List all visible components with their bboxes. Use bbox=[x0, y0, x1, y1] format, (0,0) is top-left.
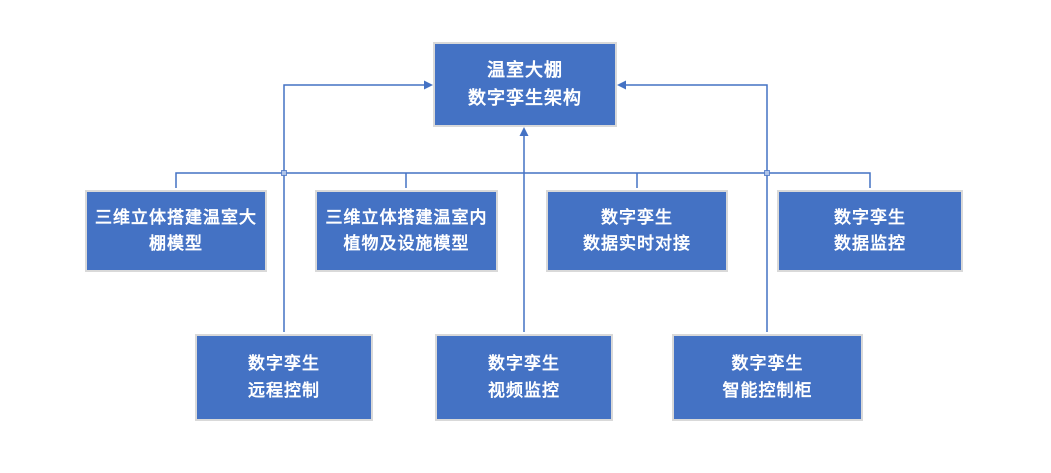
node-3d-greenhouse-model: 三维立体搭建温室大 棚模型 bbox=[85, 190, 267, 272]
node-remote-control: 数字孪生 远程控制 bbox=[195, 334, 373, 421]
node-greenhouse-digital-twin-architecture: 温室大棚 数字孪生架构 bbox=[433, 42, 617, 127]
arrowhead-into-root-right bbox=[617, 80, 626, 90]
connector-bus-line bbox=[175, 172, 871, 188]
node-label-line: 视频监控 bbox=[488, 380, 560, 400]
node-label-line: 数字孪生 bbox=[601, 207, 673, 227]
connector-remote-control-to-root bbox=[283, 84, 429, 332]
arrowhead-into-root-bottom bbox=[519, 127, 529, 136]
connector-smart-cabinet-to-root bbox=[621, 84, 768, 332]
junction-marker-right bbox=[764, 170, 770, 176]
node-label-line: 植物及设施模型 bbox=[343, 234, 470, 253]
node-3d-plant-facility-model: 三维立体搭建温室内 植物及设施模型 bbox=[315, 190, 498, 272]
node-label-line: 智能控制柜 bbox=[722, 380, 813, 400]
node-data-monitoring: 数字孪生 数据监控 bbox=[777, 190, 963, 272]
node-label-line: 棚模型 bbox=[149, 234, 203, 253]
node-label-line: 数字孪生 bbox=[731, 354, 804, 374]
node-label-line: 数字孪生 bbox=[488, 354, 560, 374]
node-label-line: 三维立体搭建温室内 bbox=[325, 207, 488, 227]
node-label-line: 远程控制 bbox=[248, 380, 320, 400]
node-data-realtime-connect: 数字孪生 数据实时对接 bbox=[546, 190, 728, 272]
node-label-line: 数字孪生架构 bbox=[468, 87, 582, 108]
arrowhead-into-root-left bbox=[424, 80, 433, 90]
node-label-line: 数据监控 bbox=[834, 234, 906, 253]
node-video-monitoring: 数字孪生 视频监控 bbox=[435, 334, 613, 421]
node-label-line: 温室大棚 bbox=[487, 59, 563, 80]
junction-marker-left bbox=[281, 170, 287, 176]
node-smart-control-cabinet: 数字孪生 智能控制柜 bbox=[672, 334, 863, 421]
node-label-line: 数字孪生 bbox=[834, 207, 906, 227]
node-label-line: 数字孪生 bbox=[248, 354, 320, 374]
node-label-line: 三维立体搭建温室大 bbox=[95, 207, 257, 227]
node-label-line: 数据实时对接 bbox=[583, 234, 691, 253]
